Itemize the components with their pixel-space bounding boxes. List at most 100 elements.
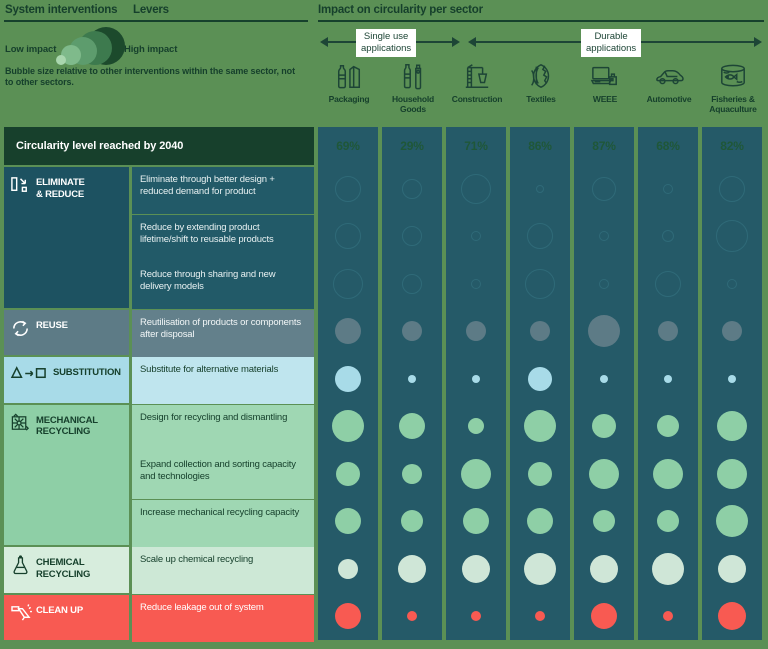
impact-bubble [528, 461, 552, 486]
sector-column-construction [446, 127, 506, 640]
category-eliminate-reduce[interactable]: ELIMINATE& REDUCE [4, 167, 129, 308]
category-label-line2: RECYCLING [36, 568, 91, 580]
impact-bubble [471, 231, 481, 242]
impact-bubble [335, 508, 361, 535]
top-header-bar: System interventions Levers Impact on ci… [0, 0, 768, 22]
lever-text: Eliminate through better design + reduce… [140, 174, 275, 197]
impact-bubble [663, 611, 673, 622]
impact-bubble [335, 175, 361, 202]
lever-row[interactable]: Reutilisation of products or components … [132, 309, 314, 357]
impact-bubble [461, 173, 491, 204]
lever-row[interactable]: Increase mechanical recycling capacity [132, 499, 314, 547]
circularity-value: 82% [720, 139, 744, 153]
sector-header-weee: WEEE [574, 60, 636, 105]
impact-bubble [461, 458, 491, 489]
sector-label-line2: Aquaculture [709, 103, 757, 114]
lever-row[interactable]: Expand collection and sorting capacity a… [132, 452, 314, 499]
sector-column-fisheries-aquaculture [702, 127, 762, 640]
legend-note: Bubble size relative to other interventi… [5, 66, 295, 87]
impact-bubble [335, 318, 361, 345]
impact-bubble [407, 611, 417, 622]
textiles-icon [510, 60, 572, 92]
weee-icon [574, 60, 636, 92]
impact-bubble [664, 374, 672, 383]
sector-column-household-goods [382, 127, 442, 640]
impact-bubble [728, 374, 736, 383]
lever-row[interactable]: Design for recycling and dismantling [132, 404, 314, 452]
category-label-line1: ELIMINATE [36, 177, 85, 188]
clean-up-icon [10, 603, 32, 624]
impact-bubble [408, 374, 416, 383]
impact-bubble [655, 270, 681, 297]
impact-bubble [524, 552, 556, 585]
sector-label: Packaging [328, 94, 370, 104]
impact-bubble [402, 273, 422, 294]
impact-bubble [463, 508, 489, 535]
legend-low-impact-label: Low impact [5, 44, 57, 55]
impact-bubble [716, 505, 748, 538]
category-label: CLEAN UP [36, 603, 83, 617]
header-levers: Levers [133, 4, 169, 16]
impact-bubble [402, 321, 422, 342]
lever-row[interactable]: Scale up chemical recycling [132, 547, 314, 594]
impact-bubble [718, 554, 746, 583]
sector-header-automotive: Automotive [638, 60, 700, 105]
category-clean-up[interactable]: CLEAN UP [4, 594, 129, 640]
impact-bubble [333, 268, 363, 299]
impact-bubble [398, 554, 426, 583]
lever-row[interactable]: Reduce through sharing and new delivery … [132, 262, 314, 309]
legend-bubble-1 [56, 55, 66, 65]
lever-row[interactable]: Reduce by extending product lifetime/shi… [132, 214, 314, 262]
packaging-icon [318, 60, 380, 92]
axis-label-line1: Single use [363, 31, 409, 42]
impact-bubble [462, 554, 490, 583]
divider-right [318, 20, 764, 22]
category-label-line2: & REDUCE [36, 188, 85, 200]
lever-row[interactable]: Substitute for alternative materials [132, 357, 314, 404]
impact-bubble [588, 315, 620, 348]
category-label-line2: RECYCLING [36, 426, 91, 437]
impact-bubble [652, 552, 684, 585]
impact-bubble [658, 321, 678, 342]
impact-bubble [599, 231, 609, 242]
impact-bubble [591, 603, 617, 630]
axis-label-line2: applications [361, 43, 412, 54]
sector-header-construction: Construction [446, 60, 508, 105]
sector-header-textiles: Textiles [510, 60, 572, 105]
arrow-left-icon-1 [320, 36, 328, 47]
sector-header-packaging: Packaging [318, 60, 380, 105]
impact-bubble [530, 321, 550, 342]
chemical-recycling-icon [10, 555, 31, 576]
impact-bubble [336, 461, 360, 486]
household-goods-icon [382, 60, 444, 92]
header-system-interventions: System interventions [5, 4, 118, 16]
impact-bubble [592, 176, 616, 201]
header-impact: Impact on circularity per sector [318, 4, 483, 16]
impact-bubble [527, 508, 553, 535]
arrow-right-icon-2 [754, 36, 762, 47]
impact-bubble [717, 458, 747, 489]
impact-bubble [466, 321, 486, 342]
lever-row[interactable]: Eliminate through better design + reduce… [132, 167, 314, 214]
category-label: ELIMINATE& REDUCE [36, 175, 85, 200]
impact-bubble [716, 220, 748, 253]
sector-header-fisheries-aquaculture: Fisheries &Aquaculture [702, 60, 764, 114]
category-substitution[interactable]: SUBSTITUTION [4, 357, 129, 403]
circularity-value: 69% [336, 139, 360, 153]
impact-bubble [471, 611, 481, 622]
impact-bubble [335, 365, 361, 392]
impact-bubble [657, 415, 679, 438]
lever-row[interactable]: Reduce leakage out of system [132, 594, 314, 642]
circularity-value: 29% [400, 139, 424, 153]
sector-label: Construction [451, 94, 503, 104]
category-reuse[interactable]: REUSE [4, 309, 129, 355]
circularity-header-row: Circularity level reached by 2040 [4, 127, 314, 165]
impact-bubble [399, 413, 425, 440]
sector-label: WEEE [592, 94, 618, 104]
